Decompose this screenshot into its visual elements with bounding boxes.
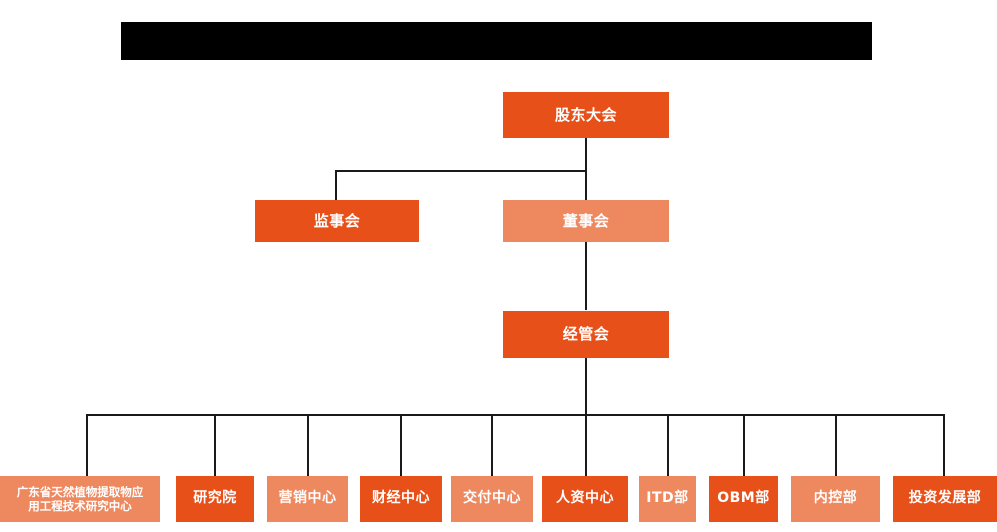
connector-drop-directors [585, 170, 587, 200]
node-shareholders-meeting[interactable]: 股东大会 [503, 92, 669, 138]
node-investment-development-department[interactable]: 投资发展部 [893, 476, 997, 522]
node-marketing-center[interactable]: 营销中心 [267, 476, 348, 522]
connector-drop-research-institute [214, 414, 216, 476]
node-delivery-center[interactable]: 交付中心 [451, 476, 533, 522]
node-guangdong-research-center[interactable]: 广东省天然植物提取物应 用工程技术研究中心 [0, 476, 160, 522]
connector-drop-supervisors [335, 170, 337, 200]
connector-drop-delivery-center [491, 414, 493, 476]
node-board-of-supervisors[interactable]: 监事会 [255, 200, 419, 242]
connector-directors-to-management [585, 242, 587, 310]
node-research-institute[interactable]: 研究院 [176, 476, 254, 522]
node-hr-center[interactable]: 人资中心 [542, 476, 628, 522]
connector-drop-investment-development-department [943, 414, 945, 476]
connector-drop-hr-center [585, 414, 587, 476]
connector-departments-bus [86, 414, 945, 416]
connector-management-stem [585, 358, 587, 415]
node-obm-department[interactable]: OBM部 [709, 476, 778, 522]
connector-level2-bus [335, 170, 587, 172]
connector-drop-marketing-center [307, 414, 309, 476]
node-internal-control-department[interactable]: 内控部 [791, 476, 880, 522]
node-guangdong-research-center-line1: 广东省天然植物提取物应 [16, 484, 144, 499]
connector-drop-obm-department [743, 414, 745, 476]
node-guangdong-research-center-line2: 用工程技术研究中心 [28, 499, 132, 513]
node-finance-center[interactable]: 财经中心 [360, 476, 442, 522]
node-itd-department[interactable]: ITD部 [639, 476, 696, 522]
node-board-of-directors[interactable]: 董事会 [503, 200, 669, 242]
node-management-committee[interactable]: 经管会 [503, 311, 669, 358]
connector-drop-internal-control-department [835, 414, 837, 476]
connector-drop-itd-department [667, 414, 669, 476]
connector-drop-finance-center [400, 414, 402, 476]
connector-drop-guangdong-research-center [86, 414, 88, 476]
redacted-title-banner [121, 22, 872, 60]
connector-shareholders-stem [585, 138, 587, 171]
